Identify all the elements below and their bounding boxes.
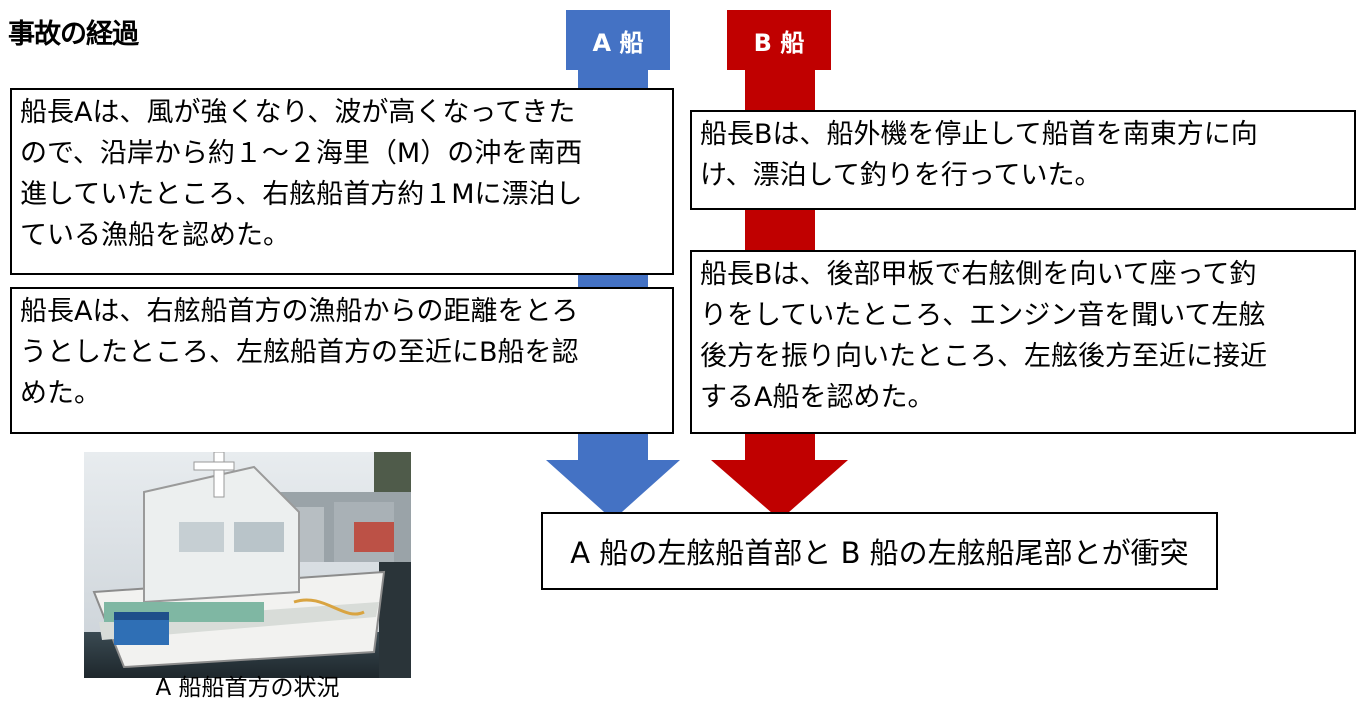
boat-photo-illustration	[84, 452, 411, 678]
photo-caption: A 船船首方の状況	[155, 675, 340, 701]
lane-a-header	[566, 10, 670, 70]
lane-a-label: A 船	[592, 28, 644, 57]
collision-result-box: A 船の左舷船首部と B 船の左舷船尾部とが衝突	[541, 512, 1218, 590]
event-box-b1: 船長Bは、船外機を停止して船首を南東方に向 け、漂泊して釣りを行っていた。	[690, 110, 1356, 210]
lane-b-arrowhead	[711, 460, 848, 520]
boat-photo	[84, 452, 411, 678]
event-box-a1: 船長Aは、風が強くなり、波が高くなってきた ので、沿岸から約１～２海里（M）の沖…	[10, 88, 674, 275]
lane-b-header	[727, 10, 831, 70]
page-title: 事故の経過	[8, 19, 139, 50]
event-box-b2: 船長Bは、後部甲板で右舷側を向いて座って釣 りをしていたところ、エンジン音を聞い…	[690, 250, 1356, 434]
event-box-a2: 船長Aは、右舷船首方の漁船からの距離をとろ うとしたところ、左舷船首方の至近にB…	[10, 287, 674, 434]
lane-b-label: B 船	[753, 28, 805, 57]
lane-a-arrowhead	[546, 460, 680, 520]
